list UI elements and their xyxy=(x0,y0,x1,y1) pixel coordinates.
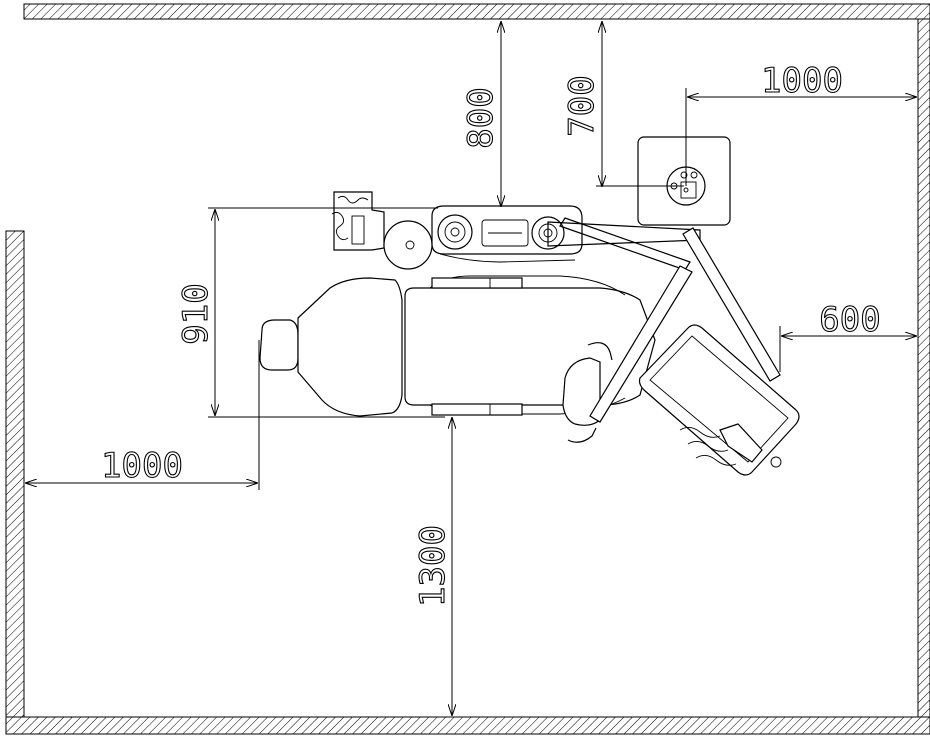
foot-pedal-hook-top xyxy=(587,342,613,361)
dim-1000-right-label: 1000 xyxy=(761,61,843,101)
room-walls xyxy=(5,3,930,735)
cup-filler xyxy=(437,214,473,250)
handpiece-holders xyxy=(679,427,737,466)
dim-600-label: 600 xyxy=(819,300,880,340)
arm-link xyxy=(559,217,691,271)
dental-chair xyxy=(259,275,656,443)
unit-panel xyxy=(481,219,529,247)
armrest-bottom xyxy=(431,403,523,416)
delivery-arm xyxy=(589,265,693,423)
dim-910-label: 910 xyxy=(176,283,216,344)
light-arm xyxy=(547,217,781,423)
foot-pedal-hook-bottom xyxy=(567,427,597,443)
backrest xyxy=(297,277,403,417)
armrest-top xyxy=(431,277,523,289)
dimension-labels: 800 700 1000 600 910 1000 1300 xyxy=(101,60,882,607)
instrument-tray xyxy=(638,324,800,476)
right-wall xyxy=(917,18,930,718)
dim-800-label: 800 xyxy=(461,87,501,148)
top-wall xyxy=(23,3,930,20)
vertical-arm xyxy=(682,227,781,382)
water-unit xyxy=(331,191,583,270)
tray-body xyxy=(638,324,800,476)
tray-inner xyxy=(649,335,789,463)
floor-box xyxy=(637,136,731,226)
spittoon-bowl xyxy=(383,220,433,270)
floor-box-outline xyxy=(637,136,731,226)
dim-1300-label: 1300 xyxy=(413,525,453,607)
instrument-holder xyxy=(333,191,385,251)
dim-700-label: 700 xyxy=(562,75,602,136)
tray-controls xyxy=(719,423,763,463)
bottom-wall xyxy=(5,716,930,735)
dim-1000-left-label: 1000 xyxy=(101,446,183,486)
headrest xyxy=(259,319,299,371)
dimension-lines xyxy=(26,22,916,715)
foot-control xyxy=(562,357,601,426)
left-wall xyxy=(5,230,25,718)
